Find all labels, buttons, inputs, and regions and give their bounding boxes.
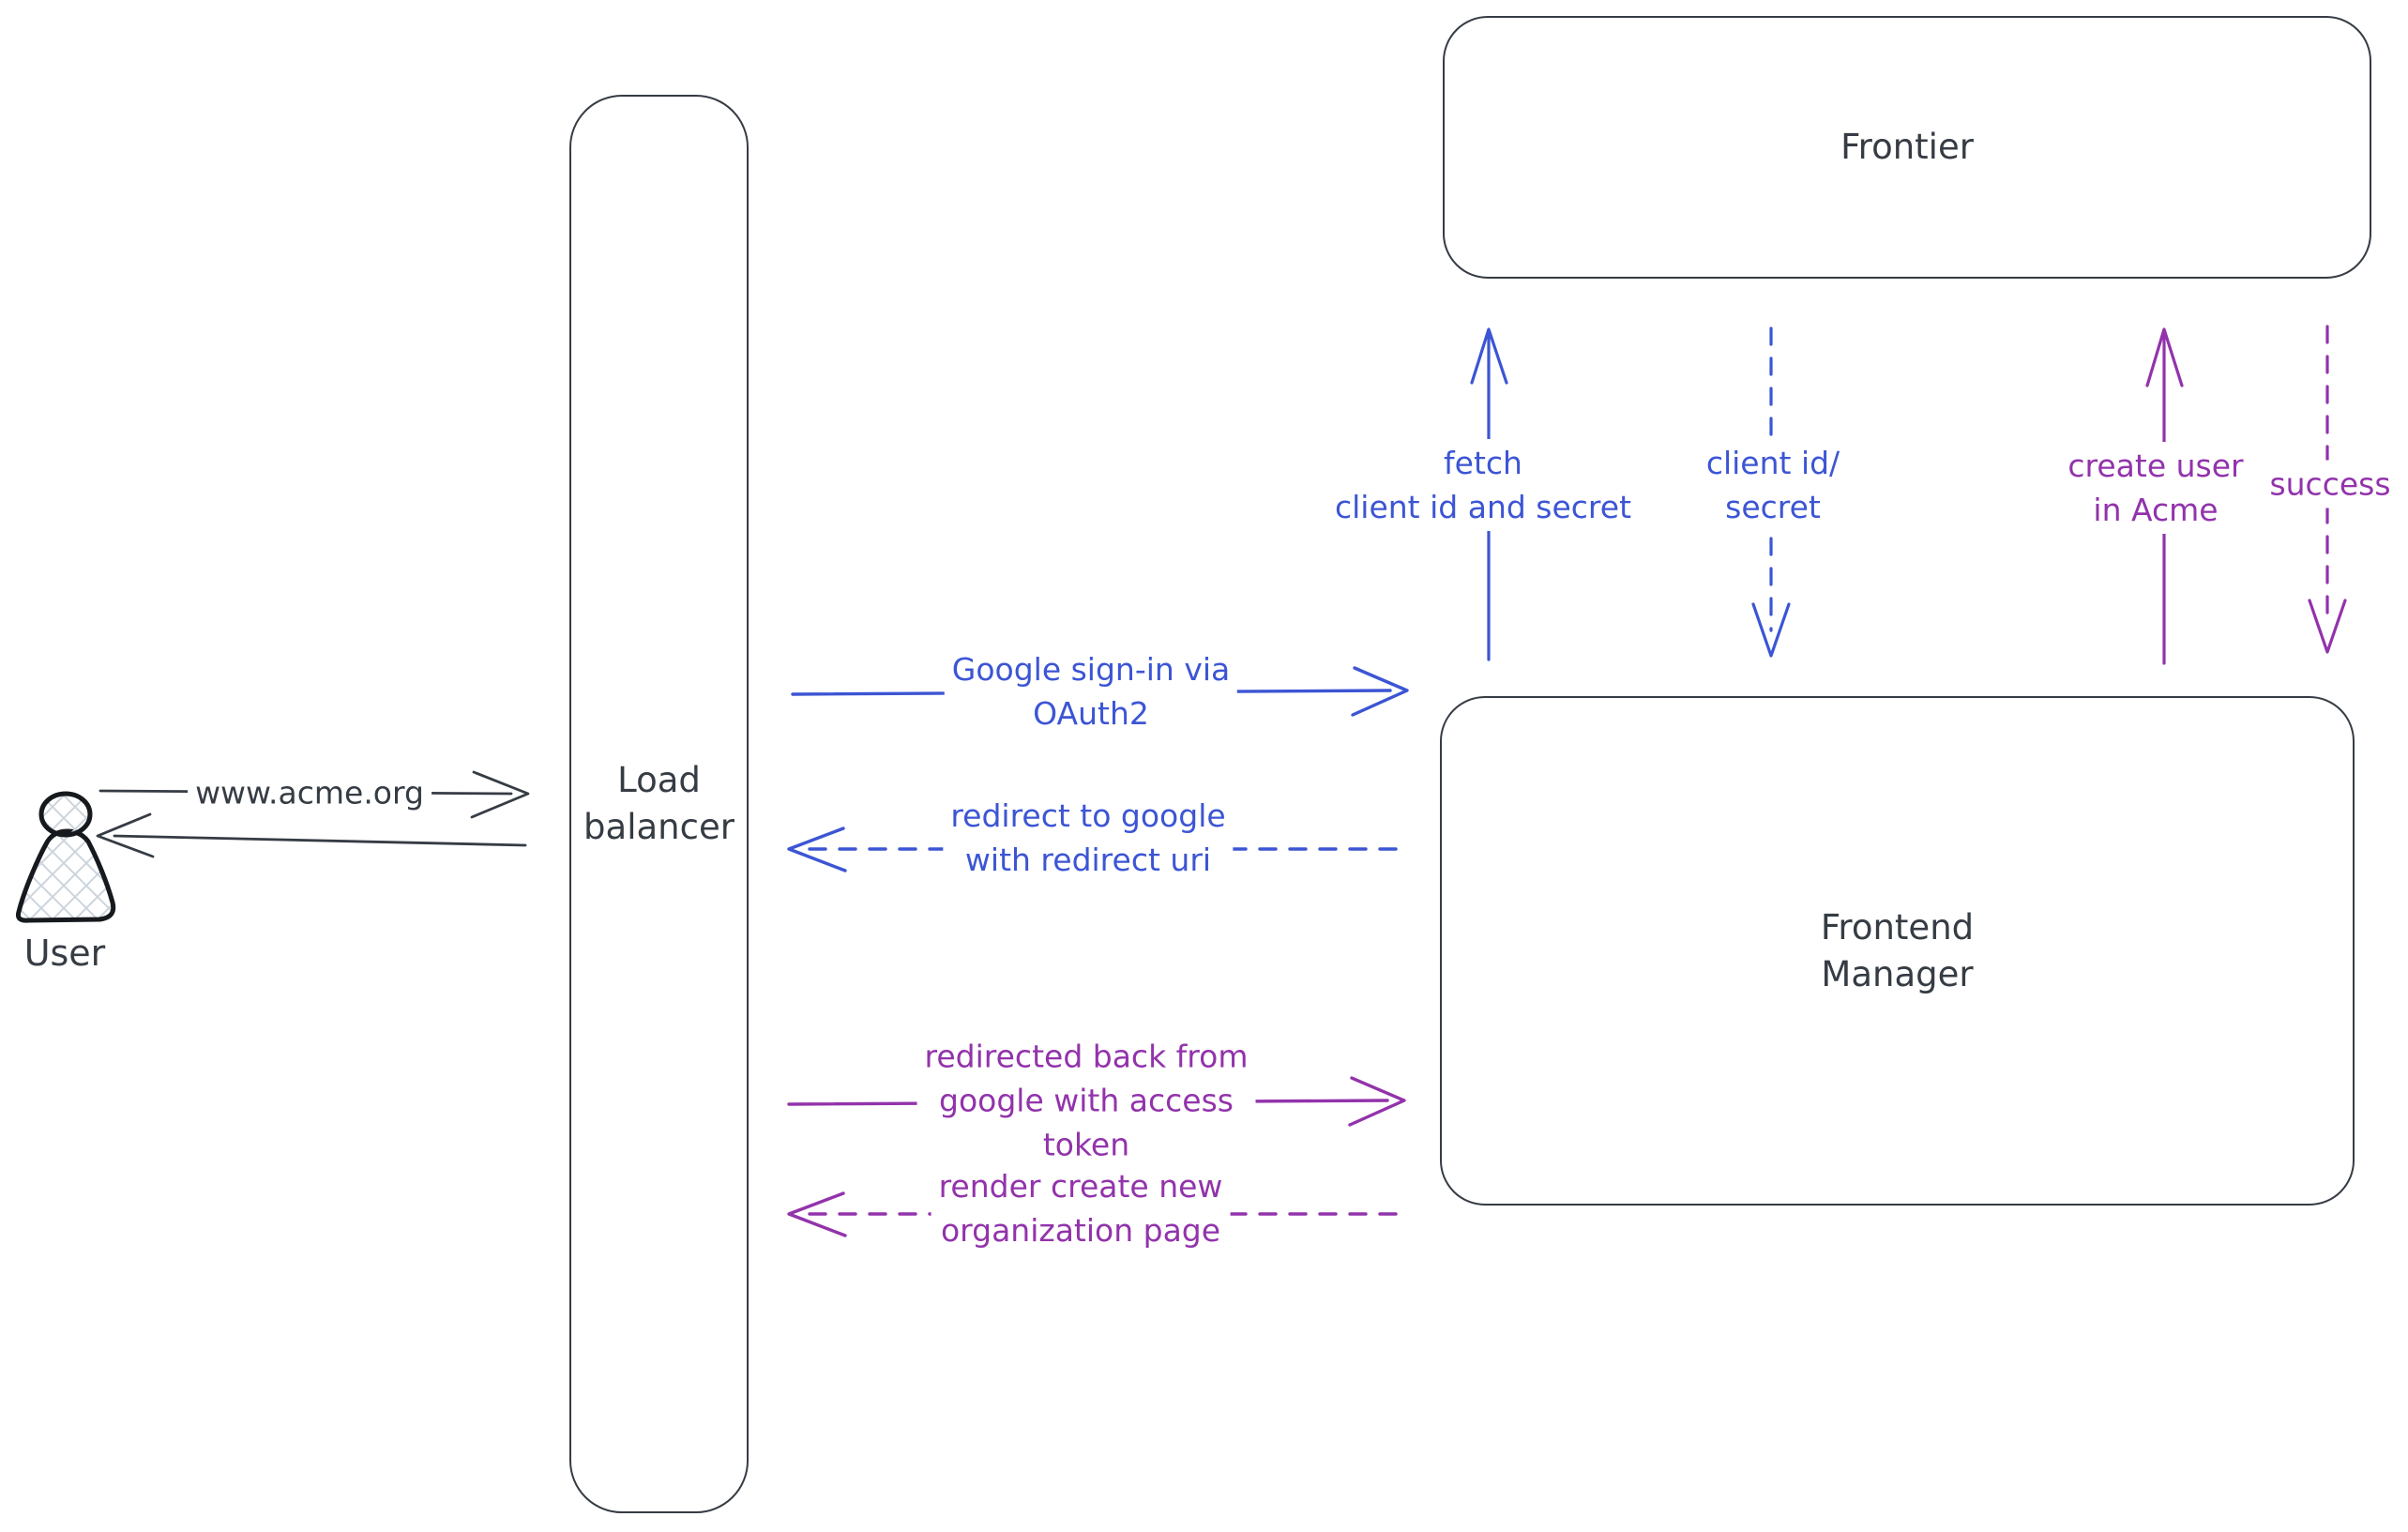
frontend-manager-title-line2: Manager — [1821, 953, 1974, 994]
arrow-render-org-page[interactable] — [787, 1191, 1398, 1237]
node-frontend-manager[interactable]: Frontend Manager — [1440, 696, 2355, 1206]
user-body — [16, 828, 116, 923]
frontend-manager-title-line1: Frontend — [1820, 906, 1975, 948]
load-balancer-title-line1: Load — [617, 760, 701, 800]
label-render-org-page[interactable]: render create new organization page — [931, 1162, 1231, 1254]
arrow-redirect-to-google[interactable] — [787, 827, 1398, 872]
node-load-balancer[interactable]: Load balancer — [569, 95, 749, 1513]
label-redirect-to-google[interactable]: redirect to google with redirect uri — [943, 792, 1234, 884]
user-title: User — [23, 933, 106, 974]
label-fetch-client[interactable]: fetch client id and secret — [1326, 439, 1640, 531]
label-success[interactable]: success — [2262, 460, 2399, 508]
user-head — [38, 791, 93, 838]
arrow-response-to-user[interactable] — [96, 812, 527, 858]
label-www-request[interactable]: www.acme.org — [188, 768, 432, 817]
load-balancer-title-line2: balancer — [583, 807, 735, 847]
node-frontier[interactable]: Frontier — [1443, 16, 2371, 279]
frontier-title: Frontier — [1840, 127, 1974, 167]
label-redirected-back[interactable]: redirected back from google with access … — [916, 1032, 1256, 1169]
user-icon[interactable] — [8, 784, 134, 934]
label-client-id-secret[interactable]: client id/ secret — [1698, 439, 1848, 531]
label-google-signin[interactable]: Google sign-in via OAuth2 — [944, 645, 1238, 737]
label-create-user[interactable]: create user in Acme — [2060, 442, 2251, 534]
